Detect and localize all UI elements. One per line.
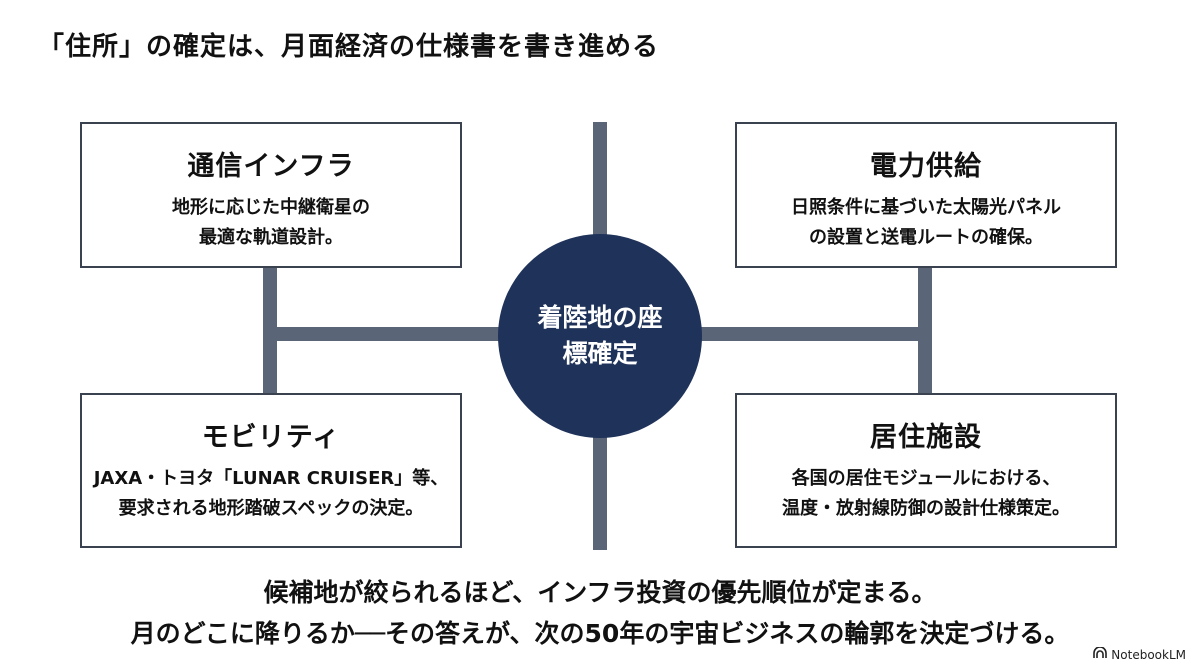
node-description: 地形に応じた中継衛星の 最適な軌道設計。 (82, 193, 460, 253)
node-mobility: モビリティ JAXA・トヨタ「LUNAR CRUISER」等、 要求される地形踏… (80, 393, 462, 548)
node-description: JAXA・トヨタ「LUNAR CRUISER」等、 要求される地形踏破スペックの… (82, 464, 460, 524)
node-description-line: 各国の居住モジュールにおける、 (791, 468, 1061, 489)
page-title: 「住所」の確定は、月面経済の仕様書を書き進める (38, 32, 660, 62)
connector-vertical-right (918, 266, 932, 396)
hub-circle: 着陸地の座標確定 (498, 234, 702, 438)
footer-line-1: 候補地が絞られるほど、インフラ投資の優先順位が定まる。 (263, 578, 937, 607)
node-habitat: 居住施設 各国の居住モジュールにおける、 温度・放射線防御の設計仕様策定。 (735, 393, 1117, 548)
node-description-line: 日照条件に基づいた太陽光パネル (791, 197, 1061, 218)
footer-line-2: 月のどこに降りるか──その答えが、次の50年の宇宙ビジネスの輪郭を決定づける。 (130, 619, 1070, 648)
connector-vertical-left (263, 266, 277, 396)
node-description-line: 要求される地形踏破スペックの決定。 (118, 498, 424, 519)
node-title: 居住施設 (870, 422, 982, 453)
node-title: 通信インフラ (187, 151, 355, 182)
node-description-line: の設置と送電ルートの確保。 (809, 227, 1043, 248)
hub-label: 着陸地の座標確定 (537, 303, 663, 368)
notebooklm-icon (1093, 646, 1108, 662)
node-title: モビリティ (201, 422, 341, 453)
brand-label: NotebookLM (1111, 647, 1186, 662)
node-title: 電力供給 (870, 151, 982, 182)
node-description-line: 地形に応じた中継衛星の (172, 197, 370, 218)
node-description: 日照条件に基づいた太陽光パネル の設置と送電ルートの確保。 (737, 193, 1115, 253)
node-description-line: JAXA・トヨタ「LUNAR CRUISER」等、 (93, 468, 449, 489)
node-description: 各国の居住モジュールにおける、 温度・放射線防御の設計仕様策定。 (737, 464, 1115, 524)
node-description-line: 最適な軌道設計。 (199, 227, 343, 248)
node-communication: 通信インフラ 地形に応じた中継衛星の 最適な軌道設計。 (80, 122, 462, 268)
brand-watermark: NotebookLM (1093, 646, 1186, 662)
node-power-supply: 電力供給 日照条件に基づいた太陽光パネル の設置と送電ルートの確保。 (735, 122, 1117, 268)
node-description-line: 温度・放射線防御の設計仕様策定。 (782, 498, 1070, 519)
